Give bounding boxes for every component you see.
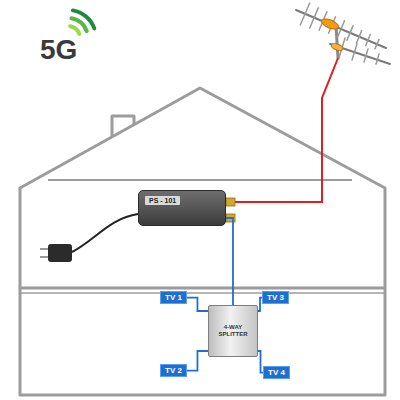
antenna-element — [376, 54, 379, 64]
power-plug — [40, 214, 138, 262]
antenna-element — [347, 26, 353, 41]
house-outline — [20, 88, 385, 395]
signal-arc — [72, 18, 87, 31]
antenna-element — [356, 31, 361, 44]
floor-line — [20, 287, 385, 290]
coax-cable — [226, 218, 233, 305]
antenna-element — [364, 49, 368, 62]
node-text: TV 1 — [165, 293, 182, 302]
f-connector — [226, 198, 235, 206]
node-text: TV 2 — [165, 366, 182, 375]
antenna-element — [375, 39, 379, 48]
antenna-elements — [300, 3, 379, 49]
logo-text: 5G — [40, 36, 77, 64]
signal-arc — [73, 10, 94, 28]
tv-label-box: TV 1 — [160, 291, 187, 304]
antenna-element — [338, 21, 345, 38]
power-cord — [72, 214, 138, 252]
signal-logo — [70, 10, 94, 34]
house-wall — [20, 88, 385, 395]
antenna-boom — [296, 10, 386, 48]
splitter-box: 4-WAY SPLITTER — [208, 305, 258, 357]
antenna — [296, 3, 390, 64]
attic-ceiling — [48, 179, 352, 181]
plug-body — [48, 244, 72, 262]
coax-cable — [187, 351, 208, 371]
signal-arc — [70, 26, 79, 34]
antenna-balun — [330, 42, 343, 52]
antenna-elements — [339, 38, 379, 64]
antenna-element — [366, 35, 371, 46]
tv-label-box: TV 3 — [262, 291, 289, 304]
antenna-element — [352, 44, 357, 60]
tv-label-box: TV 4 — [263, 366, 290, 379]
antenna-cable — [234, 58, 338, 202]
antenna-element — [310, 8, 319, 28]
coax-cable — [187, 298, 208, 311]
node-text: 4-WAY SPLITTER — [212, 324, 254, 337]
chimney — [112, 116, 134, 137]
antenna-mast — [336, 26, 338, 58]
antenna-element — [300, 3, 309, 25]
tv-label-box: TV 2 — [160, 364, 187, 377]
node-text: TV 3 — [267, 293, 284, 302]
antenna-balun — [320, 17, 340, 31]
plug-pins — [40, 249, 48, 257]
power-supply-box: PS - 101 — [138, 190, 226, 226]
node-text: PS - 101 — [145, 196, 180, 205]
floor-line — [20, 292, 385, 294]
node-text: TV 4 — [268, 368, 285, 377]
